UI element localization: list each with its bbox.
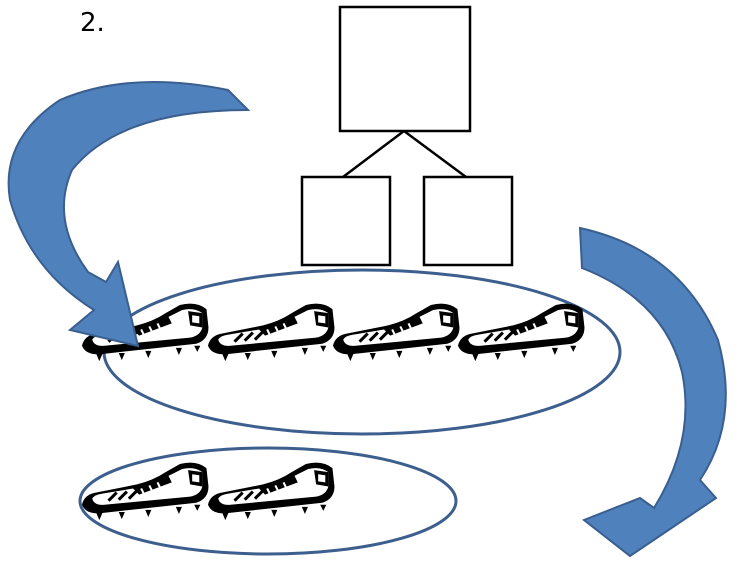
cleat-icon bbox=[456, 302, 587, 363]
bond-line-right bbox=[403, 129, 467, 179]
cleat-icon bbox=[206, 302, 337, 363]
cleat-icon bbox=[331, 302, 462, 363]
part-box-left[interactable] bbox=[300, 175, 392, 267]
cleat-icon bbox=[80, 461, 211, 522]
bond-line-left bbox=[342, 130, 405, 178]
bottom-group-oval bbox=[78, 446, 458, 556]
left-curved-arrow bbox=[7, 81, 251, 348]
part-box-right[interactable] bbox=[422, 175, 514, 267]
whole-box[interactable] bbox=[338, 5, 472, 133]
cleat-icon bbox=[206, 461, 337, 522]
right-curved-arrow bbox=[578, 226, 727, 558]
problem-number: 2. bbox=[80, 8, 105, 38]
